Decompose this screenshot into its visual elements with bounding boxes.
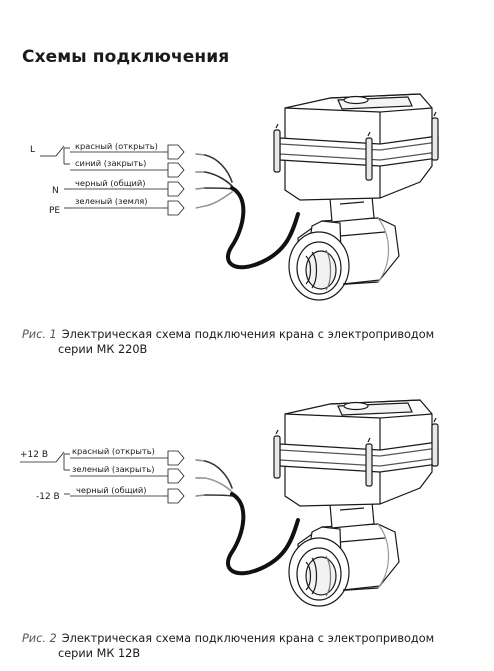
switch-blade: [55, 451, 65, 463]
caption-text: Электрическая схема подключения крана с …: [61, 328, 435, 341]
valve-body: [288, 523, 400, 607]
connector-arrow: [167, 450, 185, 466]
pin-label-pe: PE: [49, 206, 60, 216]
wire-label-black-common: черный (общий): [75, 178, 146, 188]
wire-ends: [195, 153, 233, 209]
wire-label-red-open: красный (открыть): [72, 446, 155, 456]
valve-stem: [329, 501, 375, 529]
wire-label-red-open: красный (открыть): [75, 141, 158, 151]
valve-body: [288, 217, 400, 301]
connector-arrow: [167, 468, 185, 484]
pin-label-minus12: -12 В: [36, 492, 60, 502]
connector-arrow: [167, 488, 185, 504]
caption-figure-1: Рис. 1 Электрическая схема подключения кр…: [22, 327, 482, 357]
page-title: Схемы подключения: [22, 47, 230, 67]
wiring-diagram-220v: L N PE красный (открыть) синий (закрыть)…: [0, 86, 494, 326]
caption-text: Электрическая схема подключения крана с …: [61, 632, 435, 645]
connector-arrow: [167, 144, 185, 160]
wire-ends: [195, 459, 233, 497]
connector-arrow: [167, 181, 185, 197]
connector-arrow: [167, 162, 185, 178]
wire-label-green-earth: зеленый (земля): [75, 196, 147, 206]
caption-fig-number: Рис. 2: [22, 632, 57, 645]
wire-row-red-open: красный (открыть): [70, 141, 185, 160]
pin-label-plus12: +12 В: [20, 450, 48, 460]
wire-label-black-common: черный (общий): [76, 485, 147, 495]
cable: [225, 186, 300, 270]
caption-figure-2: Рис. 2 Электрическая схема подключения кр…: [22, 631, 482, 661]
diagram-12v-svg: +12 В -12 В красный (открыть) зеленый (з…: [20, 399, 439, 607]
pin-label-l: L: [30, 145, 35, 155]
actuator-housing: [273, 93, 439, 201]
wire-row-red-open: красный (открыть): [70, 446, 185, 466]
caption-text-cont: серии МК 220В: [58, 343, 148, 356]
actuator-housing: [273, 399, 439, 507]
caption-fig-number: Рис. 1: [22, 328, 57, 341]
valve-stem: [329, 195, 375, 223]
wire-label-blue-close: синий (закрыть): [75, 158, 146, 168]
caption-text-cont: серии МК 12В: [58, 647, 141, 660]
pin-label-n: N: [52, 186, 59, 196]
diagram-220v-svg: L N PE красный (открыть) синий (закрыть)…: [30, 93, 439, 301]
wire-row-black-common: черный (общий): [70, 485, 185, 504]
switch-blade: [55, 145, 65, 157]
wiring-diagram-12v: +12 В -12 В красный (открыть) зеленый (з…: [0, 392, 494, 632]
wire-row-blue-close: синий (закрыть): [70, 158, 185, 178]
wire-row-green-close: зеленый (закрыть): [70, 464, 185, 484]
wire-label-green-close: зеленый (закрыть): [72, 464, 154, 474]
wire-row-black-common: черный (общий): [70, 178, 185, 197]
connector-arrow: [167, 200, 185, 216]
cable: [225, 492, 300, 576]
wire-row-green-earth: зеленый (земля): [70, 196, 185, 216]
